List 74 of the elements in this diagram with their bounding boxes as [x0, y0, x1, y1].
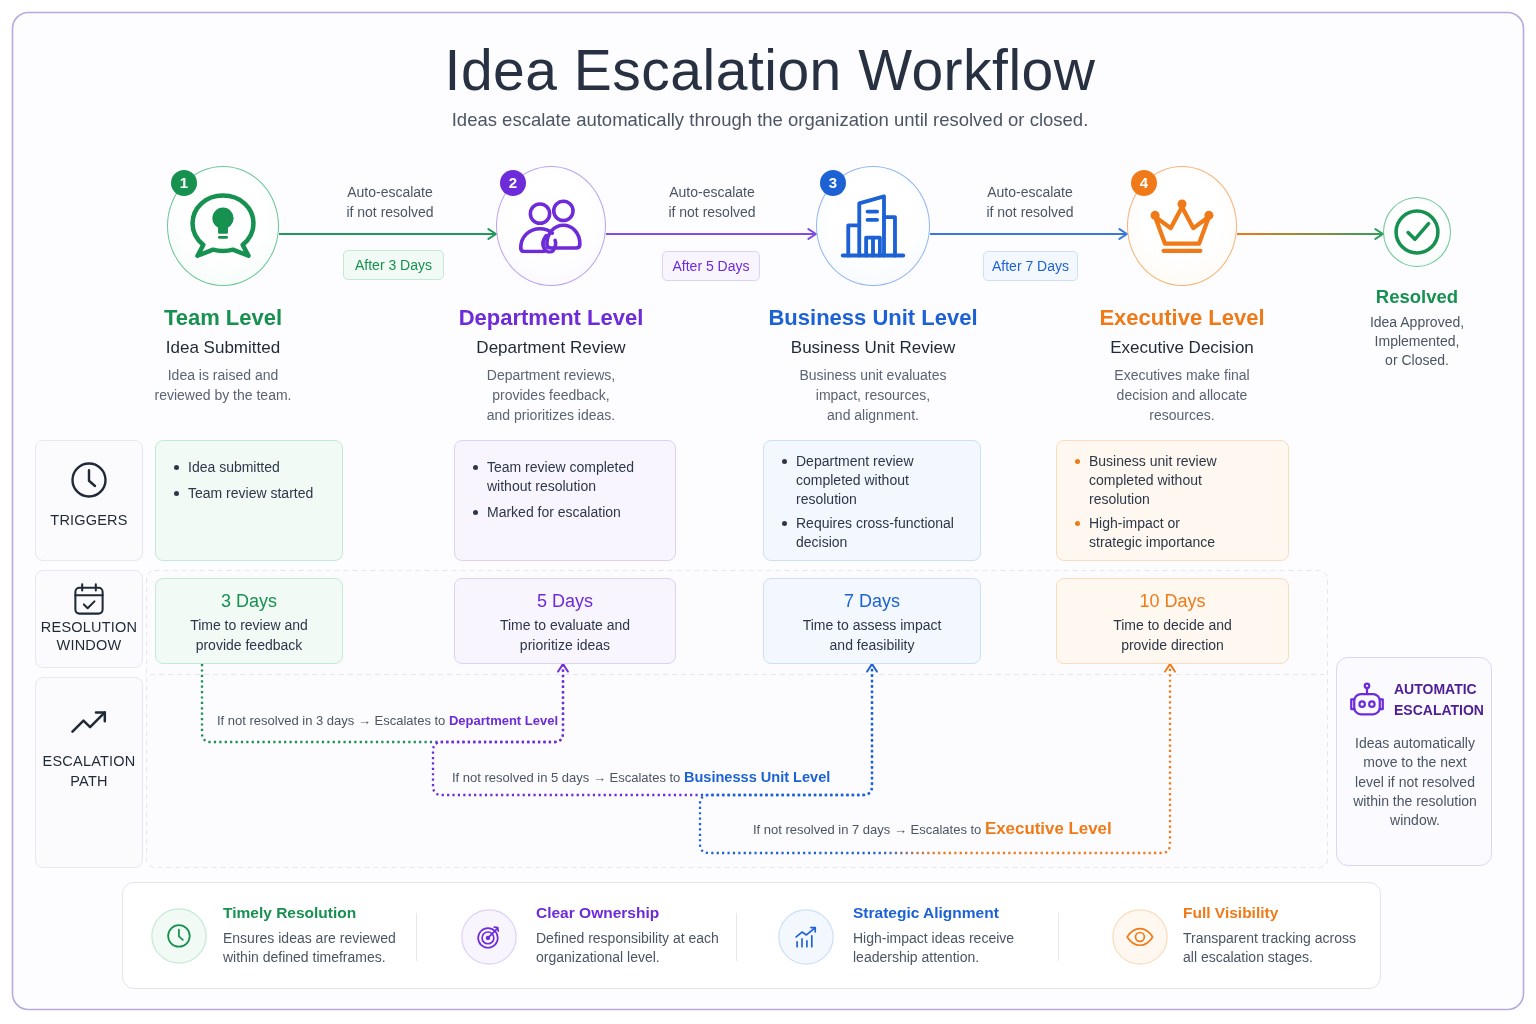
resolution-card	[454, 578, 676, 664]
row-header-card	[35, 440, 143, 561]
stage-description: Idea Approved, Implemented, or Closed.	[1368, 313, 1466, 370]
resolution-card	[1056, 578, 1289, 664]
stage-title: Executive Level	[1099, 304, 1265, 332]
resolution-card	[155, 578, 343, 664]
duration-description: Time to evaluate and prioritize ideas	[498, 616, 632, 655]
edge-label: If not resolved in 3 days → Escalates to Department Level	[217, 712, 559, 730]
arrow	[1236, 228, 1384, 240]
trigger-card	[454, 440, 676, 561]
stage-subtitle: Executive Decision	[1110, 337, 1254, 359]
trigger-item: Team review started	[174, 484, 348, 503]
stage-description: Idea is raised and reviewed by the team.	[153, 366, 293, 405]
duration-value: 5 Days	[537, 590, 593, 613]
duration-description: Time to assess impact and feasibility	[801, 616, 943, 655]
stage-subtitle: Department Review	[476, 337, 626, 359]
benefit-title: Full Visibility	[1183, 903, 1279, 923]
trigger-item: Department review completed without resolution	[782, 452, 964, 509]
duration-description: Time to decide and provide direction	[1112, 616, 1233, 655]
stage-subtitle: Business Unit Review	[790, 337, 956, 359]
trigger-card	[155, 440, 343, 561]
stage-title: Resolved	[1375, 285, 1459, 309]
row-header-card	[35, 570, 143, 668]
edge-label: If not resolved in 7 days → Escalates to Executive Level	[753, 819, 1112, 840]
benefit-title: Strategic Alignment	[853, 903, 999, 923]
row-title: RESOLUTION WINDOW	[39, 618, 139, 654]
trigger-item: Team review completed without resolution	[473, 458, 655, 496]
escalation-arrow	[431, 663, 878, 797]
benefit-title: Timely Resolution	[223, 903, 357, 923]
duration-tag: After 5 Days	[662, 251, 760, 281]
stage-description: Business unit evaluates impact, resources, and alignment.	[798, 366, 948, 425]
trigger-card	[1056, 440, 1289, 561]
resolution-card	[763, 578, 981, 664]
escalation-arrow	[200, 663, 569, 744]
stage-title: Department Level	[458, 304, 644, 332]
stage-subtitle: Idea Submitted	[165, 337, 281, 359]
stage-title: Business Unit Level	[768, 304, 978, 332]
row-title: TRIGGERS	[49, 511, 129, 529]
edge-label: Auto-escalate if not resolved	[345, 183, 435, 222]
edge-label: If not resolved in 5 days → Escalates to Businesss Unit Level	[452, 768, 831, 787]
trigger-item: Marked for escalation	[473, 503, 655, 522]
benefits-panel	[122, 882, 1381, 989]
info-card	[1336, 657, 1492, 866]
benefit-title: Clear Ownership	[536, 903, 660, 923]
duration-value: 3 Days	[221, 590, 277, 613]
stage-description: Executives make final decision and allocate resources.	[1113, 366, 1251, 425]
duration-value: 10 Days	[1139, 590, 1206, 613]
duration-description: Time to review and provide feedback	[189, 616, 309, 655]
stage-description: Department reviews, provides feedback, and prioritizes ideas.	[485, 366, 617, 425]
trigger-item: Business unit review completed without resolution	[1075, 452, 1234, 509]
subtitle: Ideas escalate automatically through the organization until resolved or closed.	[451, 108, 1089, 132]
row-header-card	[35, 677, 143, 868]
title: Idea Escalation Workflow	[444, 37, 1096, 103]
stage-title: Team Level	[163, 304, 283, 332]
info-title: AUTOMATIC ESCALATION	[1394, 680, 1485, 720]
edge-label: Auto-escalate if not resolved	[667, 183, 757, 222]
info-text: Ideas automatically move to the next level if not resolved within the resolution window.	[1352, 734, 1478, 831]
trigger-item: Idea submitted	[174, 458, 348, 477]
arrow	[605, 228, 817, 240]
escalation-arrow	[698, 663, 1176, 855]
duration-tag: After 3 Days	[343, 250, 444, 280]
row-title: ESCALATION PATH	[41, 751, 137, 791]
edge-label: Auto-escalate if not resolved	[985, 183, 1075, 222]
trigger-card	[763, 440, 981, 561]
benefit-description: Transparent tracking across all escalation stages.	[1183, 929, 1357, 967]
duration-value: 7 Days	[844, 590, 900, 613]
benefit-description: Defined responsibility at each organizational level.	[536, 929, 720, 967]
benefit-description: Ensures ideas are reviewed within defined timeframes.	[223, 929, 397, 967]
arrow	[278, 228, 497, 240]
duration-tag: After 7 Days	[983, 251, 1078, 281]
arrow	[929, 228, 1128, 240]
trigger-item: High-impact or strategic importance	[1075, 514, 1234, 552]
benefit-description: High-impact ideas receive leadership attention.	[853, 929, 1016, 967]
trigger-item: Requires cross-functional decision	[782, 514, 964, 552]
